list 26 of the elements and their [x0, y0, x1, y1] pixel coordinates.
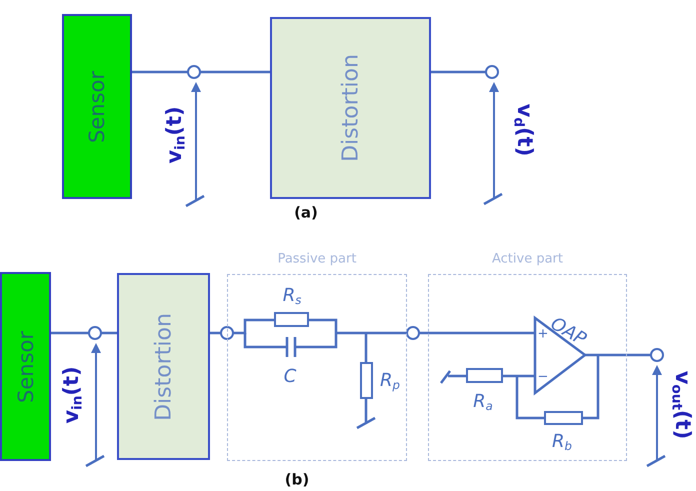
pin-label: +	[538, 328, 548, 340]
component-label: OAP	[547, 314, 589, 350]
connector-line	[406, 326, 428, 340]
distortion-block	[270, 17, 431, 199]
group-heading: Passive part	[278, 252, 356, 266]
subfigure-label: (b)	[284, 472, 310, 488]
component-label: R$_{b}$	[552, 433, 572, 453]
group-heading: Active part	[492, 252, 563, 266]
distortion-block	[117, 273, 210, 460]
sensor-block	[62, 14, 132, 199]
component-label: R$_{s}$	[282, 287, 302, 307]
subfigure-label: (a)	[294, 206, 318, 220]
block-label: Distortion	[338, 54, 363, 162]
connector-line	[51, 332, 117, 334]
connector-line	[132, 70, 270, 74]
sensor-block	[0, 272, 51, 461]
connector-line	[627, 348, 664, 362]
component-label: C	[284, 368, 296, 386]
component-label: R$_{a}$	[473, 393, 493, 413]
pin-label: −	[538, 370, 548, 384]
block-label: Sensor	[85, 70, 109, 142]
block-label: Sensor	[14, 330, 38, 402]
connector-line	[431, 65, 499, 79]
block-label: Distortion	[151, 312, 176, 420]
connector-line	[210, 326, 234, 340]
component-label: R$_{p}$	[380, 372, 400, 392]
